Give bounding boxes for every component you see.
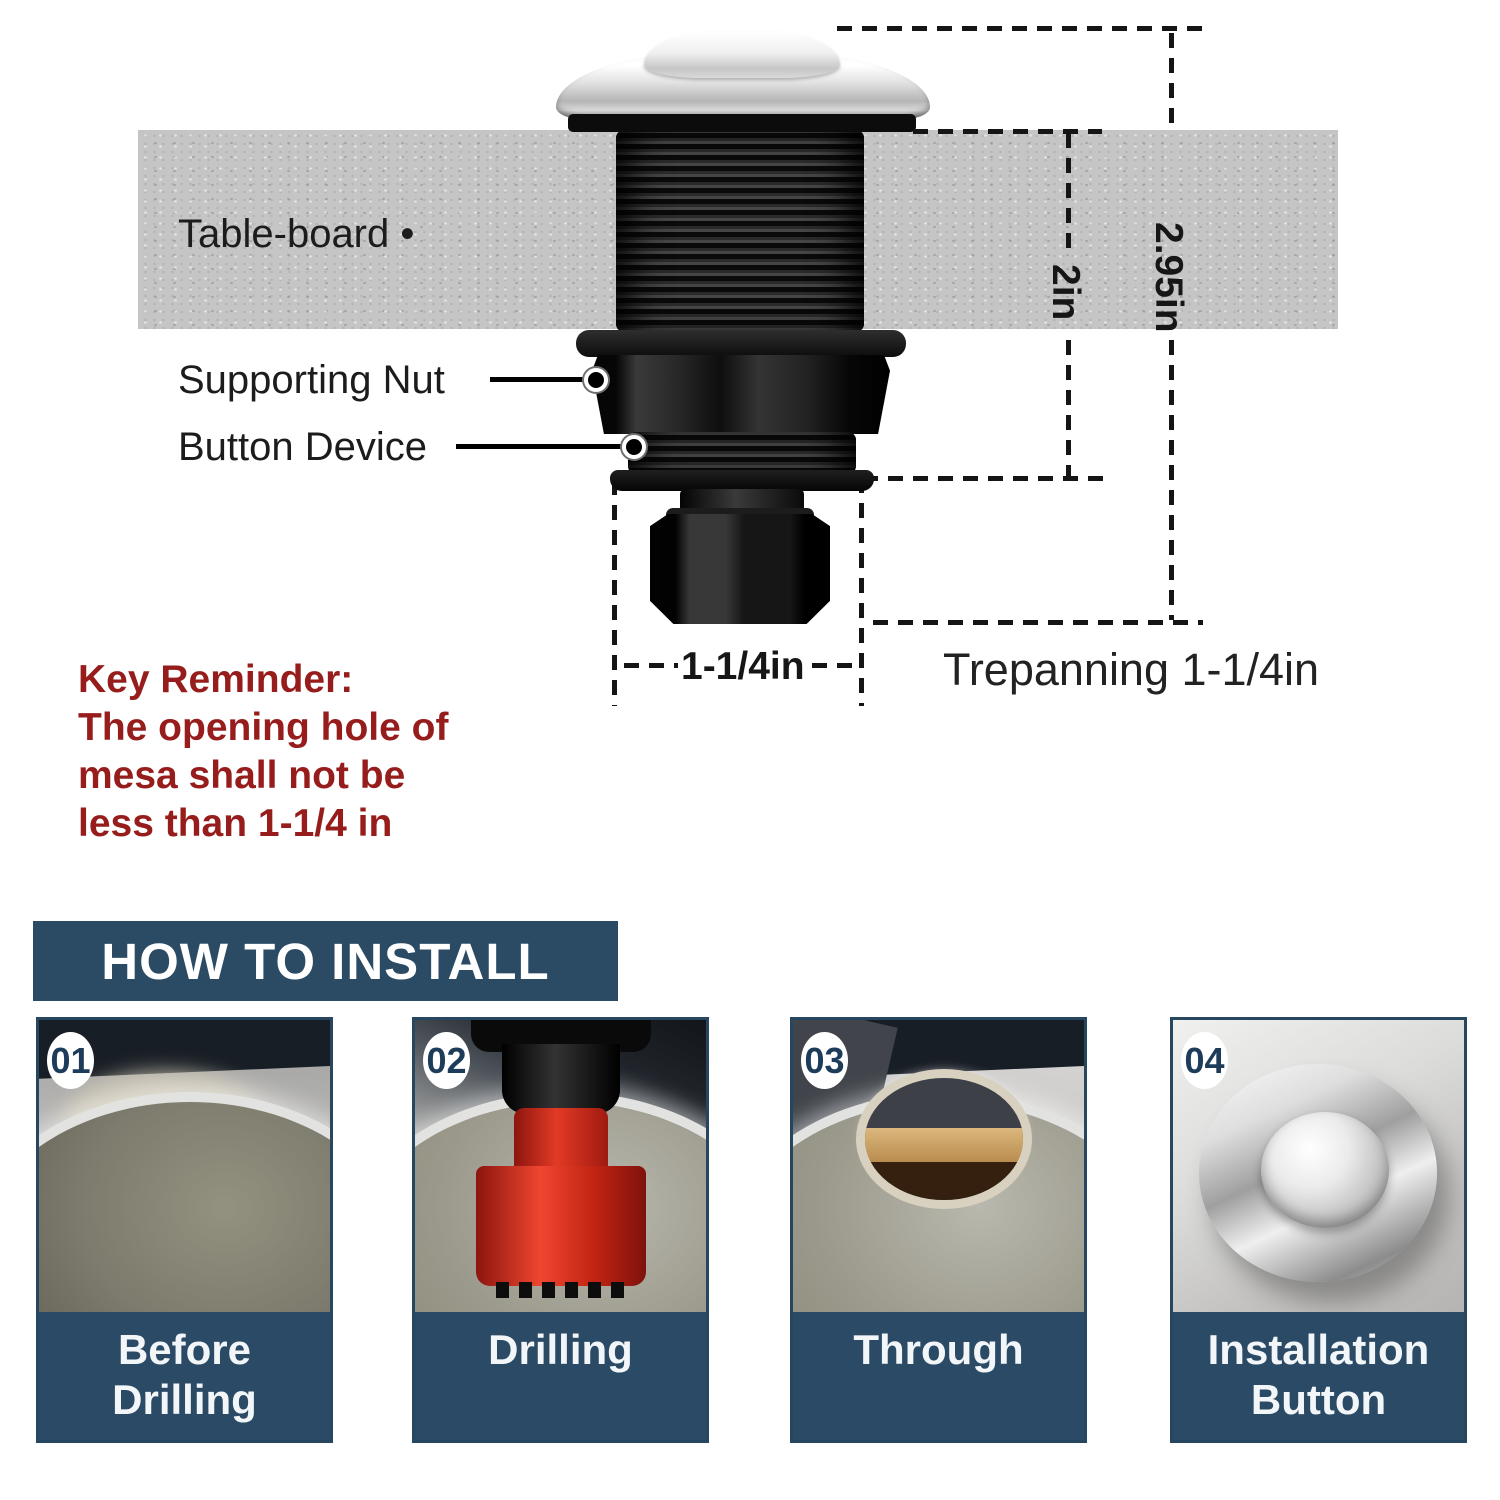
dim-line-width-dash-left (624, 663, 678, 668)
dim-line-295-lower (1169, 340, 1174, 620)
install-step-card-3: 03 Through (790, 1017, 1087, 1443)
step-number: 02 (426, 1039, 467, 1081)
key-reminder-line: less than 1-1/4 in (78, 802, 393, 845)
key-reminder-line: Key Reminder: (78, 658, 354, 701)
device-base-flange (610, 470, 874, 491)
step-number-badge: 02 (423, 1032, 470, 1089)
trepanning-label: Trepanning 1-1/4in (943, 644, 1320, 695)
cap-gasket (568, 114, 916, 132)
key-reminder-line: The opening hole of (78, 706, 449, 749)
step-number: 03 (804, 1039, 845, 1081)
supporting-nut-leader-line (490, 377, 586, 382)
step-caption-line: Before (117, 1326, 252, 1373)
step-caption: Through (793, 1312, 1084, 1440)
step-caption-line: Drilling (488, 1326, 633, 1373)
supporting-nut-body (592, 355, 890, 434)
drilled-hole-shape (865, 1078, 1023, 1200)
hole-cavity-layer (865, 1162, 1023, 1200)
button-device-callout-dot (622, 435, 646, 459)
dim-label-295in: 2.95in (1147, 222, 1190, 333)
chrome-button-dome-shape (1261, 1112, 1389, 1228)
before-drilling-photo (39, 1020, 330, 1312)
upper-thread-shaft (616, 130, 864, 332)
step-caption-line: Drilling (112, 1376, 257, 1423)
key-reminder-text: Key Reminder: The opening hole of mesa s… (78, 656, 448, 848)
dim-line-2in-lower (1066, 340, 1071, 476)
dim-line-trepanning-bottom (873, 620, 1203, 625)
step-caption-line: Through (853, 1326, 1024, 1373)
supporting-nut-callout-dot (584, 368, 608, 392)
step-number-badge: 04 (1181, 1032, 1228, 1089)
install-step-card-4: 04 Installation Button (1170, 1017, 1467, 1443)
supporting-nut-washer (576, 330, 906, 357)
step-number: 04 (1184, 1039, 1225, 1081)
dim-line-295-upper (1169, 33, 1174, 218)
dim-line-top (837, 26, 1211, 31)
dim-label-width: 1-1/4in (681, 645, 805, 688)
step-caption-line: Installation (1207, 1326, 1430, 1373)
button-device-leader-line (456, 444, 624, 449)
install-step-card-1: 01 Before Drilling (36, 1017, 333, 1443)
step-number-badge: 03 (801, 1032, 848, 1089)
dim-label-2in: 2in (1044, 264, 1087, 321)
dim-line-width-right (859, 478, 864, 706)
dim-line-width-left (612, 480, 617, 706)
dim-line-step (863, 476, 1103, 481)
supporting-nut-label: Supporting Nut (178, 358, 445, 402)
step-caption: Before Drilling (39, 1312, 330, 1440)
step-caption: Drilling (415, 1312, 706, 1440)
step-number-badge: 01 (47, 1032, 94, 1089)
button-cap-plunger (644, 32, 840, 78)
hole-saw-neck-shape (513, 1108, 608, 1170)
key-reminder-line: mesa shall not be (78, 754, 406, 797)
how-to-install-title: HOW TO INSTALL (101, 932, 550, 990)
button-device-label: Button Device (178, 425, 428, 469)
hole-saw-teeth-shape (495, 1282, 626, 1298)
compression-nut (650, 514, 830, 624)
table-board-label: Table-board • (178, 212, 415, 256)
drill-chuck-shape (501, 1044, 620, 1114)
installed-button-photo (1173, 1020, 1464, 1312)
step-caption-line: Button (1250, 1376, 1387, 1423)
dim-line-2in-upper (1066, 133, 1071, 257)
step-number: 01 (50, 1039, 91, 1081)
install-step-card-2: 02 Drilling (412, 1017, 709, 1443)
dim-line-2in-top (913, 129, 1102, 134)
sink-bowl-shape (39, 1102, 330, 1312)
dim-line-width-dash-right (812, 663, 854, 668)
hole-wood-layer (865, 1128, 1023, 1162)
lower-thread-shaft (628, 432, 856, 474)
hole-saw-shape (475, 1166, 646, 1286)
how-to-install-header-bar: HOW TO INSTALL (33, 921, 618, 1001)
step-caption: Installation Button (1173, 1312, 1464, 1440)
